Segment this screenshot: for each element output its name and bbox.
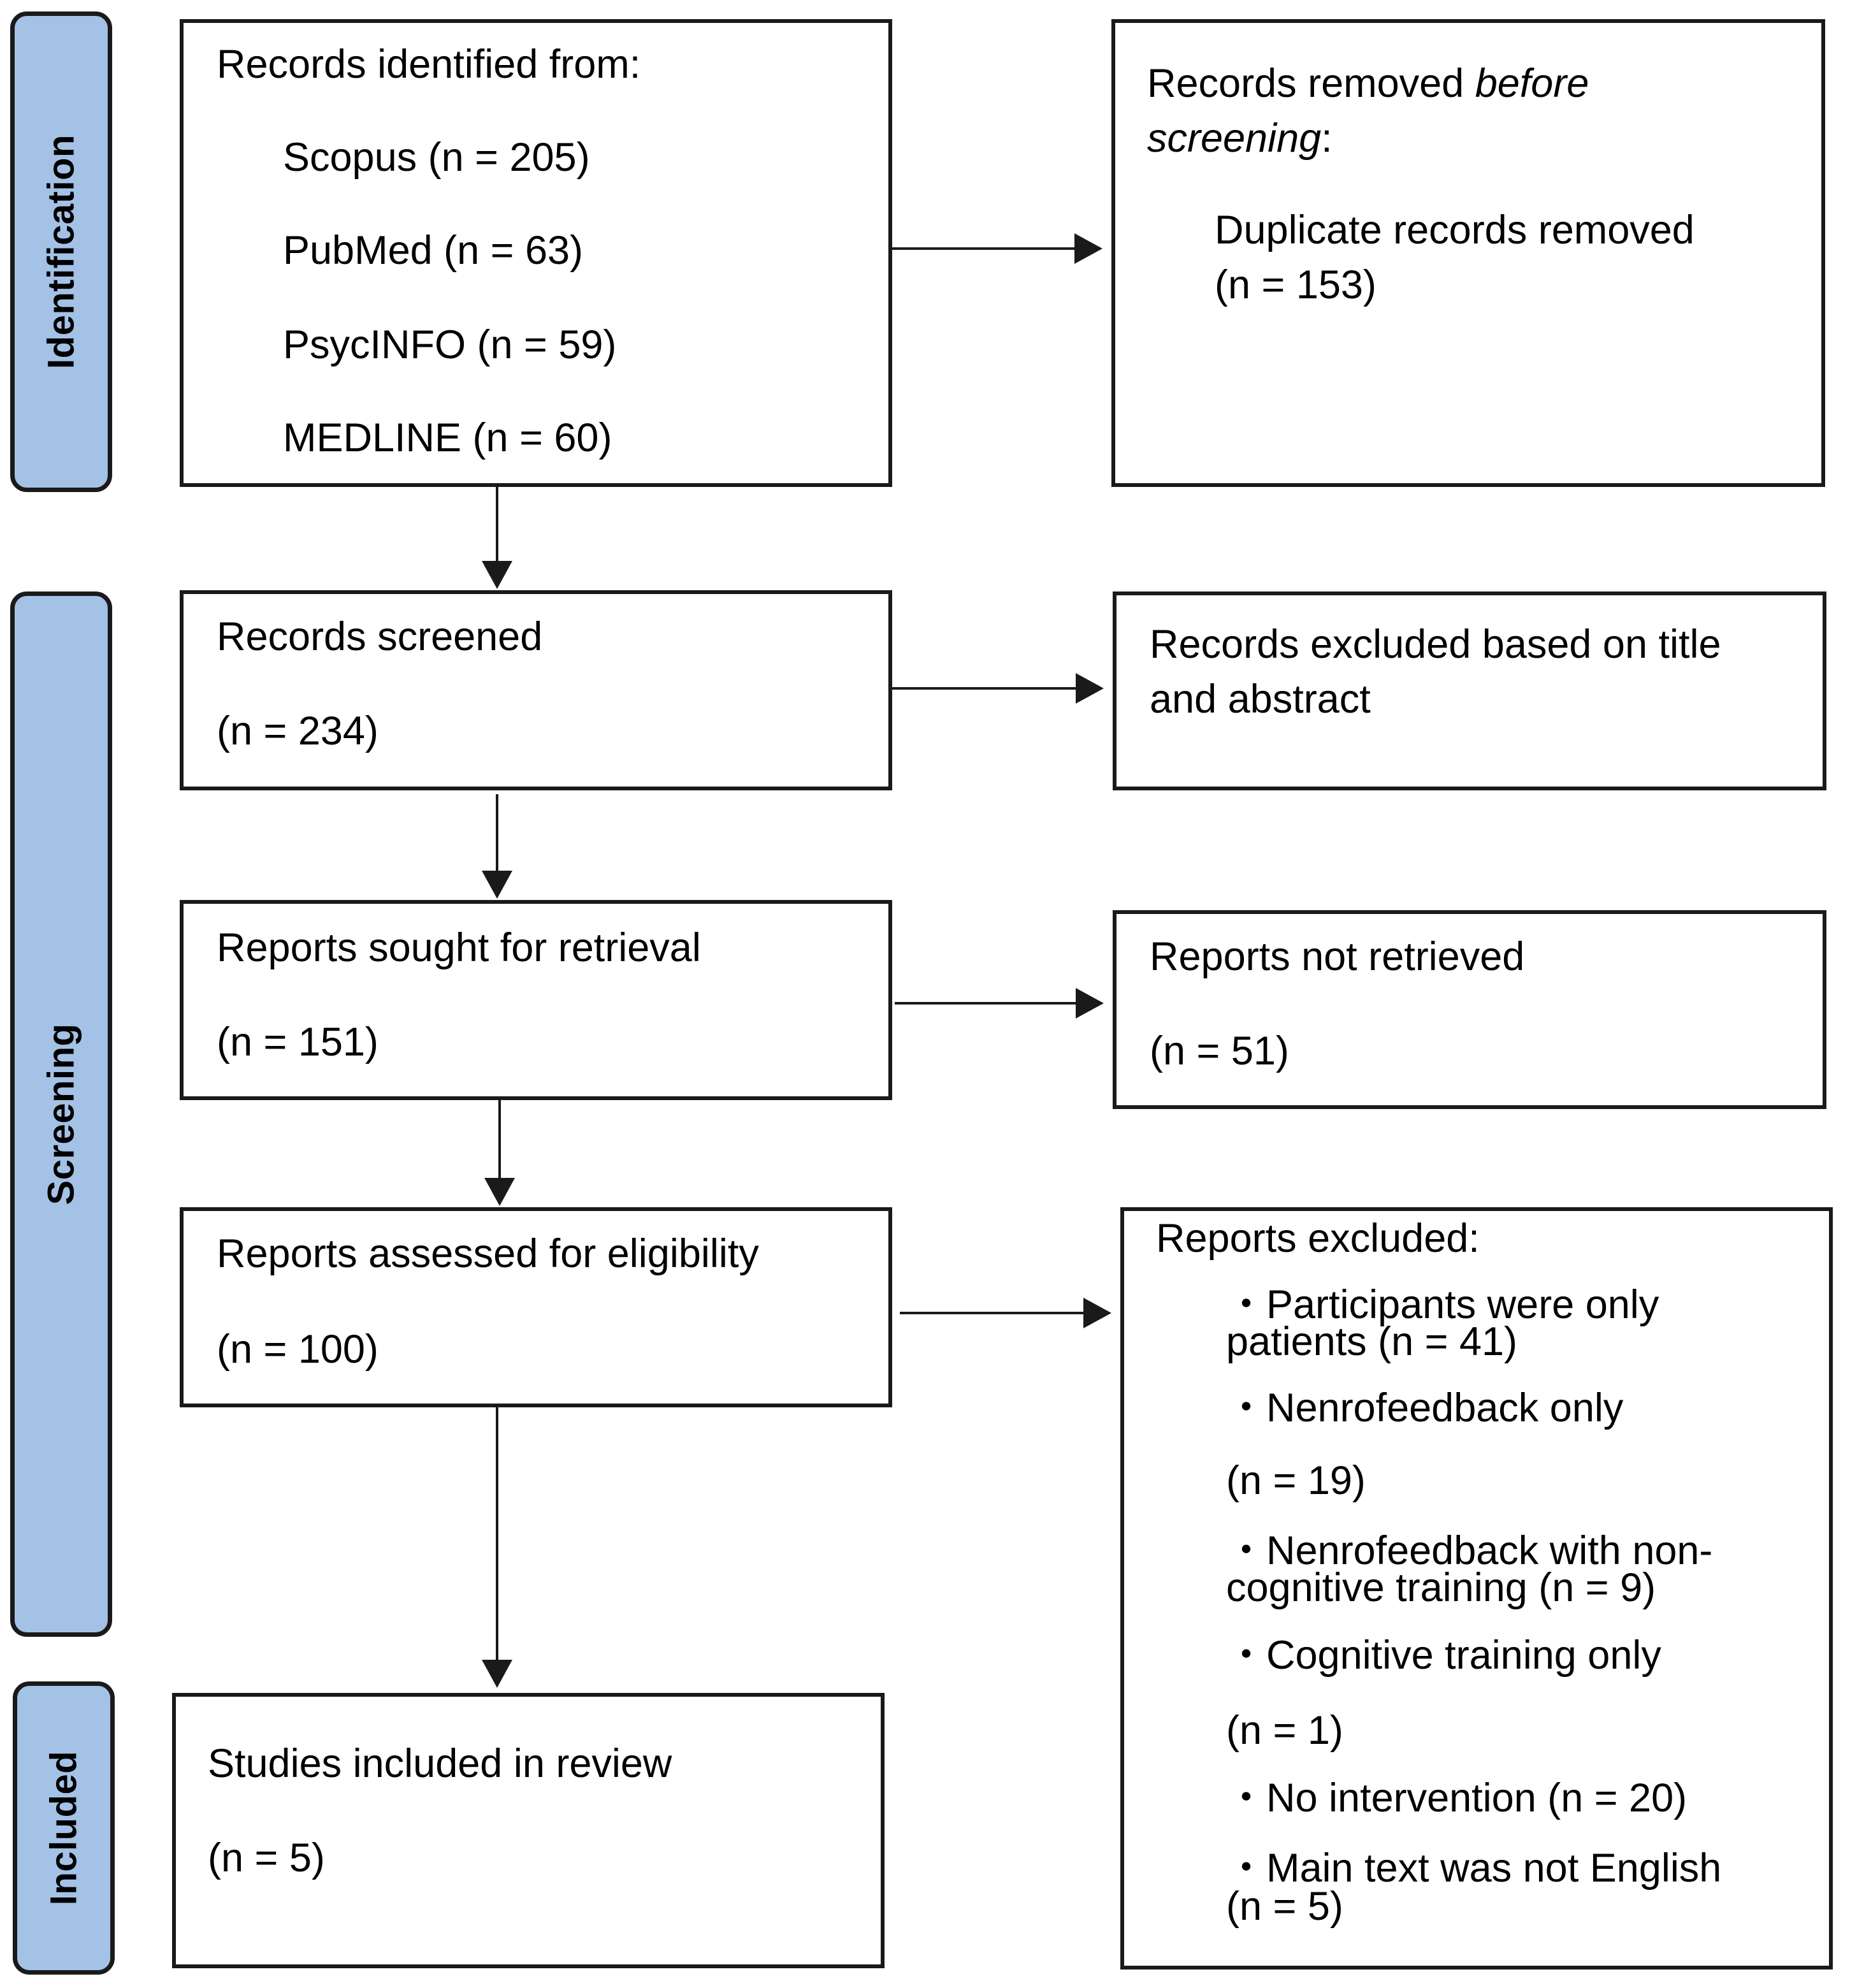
stage-identification: Identification (10, 11, 112, 492)
reports-excluded-line: (n = 19) (1226, 1458, 1366, 1503)
reports-not-retrieved-count: (n = 51) (1150, 1029, 1289, 1073)
reports-assessed-title: Reports assessed for eligibility (217, 1231, 759, 1276)
source-medline: MEDLINE (n = 60) (283, 416, 612, 460)
arrow-to-records-excluded (892, 673, 1104, 704)
reports-excluded-box (1120, 1207, 1833, 1970)
records-screened-count: (n = 234) (217, 709, 379, 753)
records-excluded-line2: and abstract (1150, 677, 1371, 722)
source-pubmed: PubMed (n = 63) (283, 228, 584, 273)
reports-excluded-line: (n = 1) (1226, 1708, 1343, 1753)
stage-screening: Screening (10, 591, 112, 1637)
studies-included-title: Studies included in review (208, 1741, 672, 1786)
records-excluded-line1: Records excluded based on title (1150, 622, 1721, 667)
reports-excluded-line: ・Nenrofeedback only (1226, 1386, 1624, 1430)
arrow-to-records-screened (482, 487, 512, 589)
studies-included-box (172, 1693, 885, 1968)
reports-assessed-box (180, 1207, 892, 1407)
reports-sought-count: (n = 151) (217, 1020, 379, 1064)
arrow-to-reports-excluded (900, 1298, 1111, 1328)
arrow-to-studies-included (482, 1407, 512, 1688)
reports-excluded-line: ・No intervention (n = 20) (1226, 1776, 1687, 1820)
reports-not-retrieved-title: Reports not retrieved (1150, 934, 1525, 979)
reports-sought-title: Reports sought for retrieval (217, 925, 701, 970)
reports-sought-box (180, 900, 892, 1100)
reports-excluded-line: ・Main text was not English (1226, 1846, 1722, 1890)
records-screened-title: Records screened (217, 614, 543, 659)
source-psycinfo: PsycINFO (n = 59) (283, 323, 617, 367)
reports-excluded-line: cognitive training (n = 9) (1226, 1565, 1656, 1610)
duplicates-removed-count: (n = 153) (1215, 263, 1377, 307)
reports-not-retrieved-box (1113, 910, 1826, 1109)
records-removed-box (1111, 19, 1825, 487)
arrow-to-reports-not-retrieved (895, 988, 1104, 1019)
reports-excluded-line: ・Cognitive training only (1226, 1633, 1661, 1678)
arrow-to-reports-sought (482, 794, 512, 899)
reports-assessed-count: (n = 100) (217, 1327, 379, 1372)
records-excluded-box (1113, 591, 1826, 790)
records-identified-title: Records identified from: (217, 42, 641, 87)
duplicates-removed-label: Duplicate records removed (1215, 208, 1695, 252)
arrow-to-records-removed (892, 233, 1102, 264)
studies-included-count: (n = 5) (208, 1836, 325, 1880)
records-screened-box (180, 590, 892, 790)
reports-excluded-line: (n = 5) (1226, 1884, 1343, 1929)
records-identified-box (180, 19, 892, 487)
reports-excluded-line: ・Nenrofeedback with non- (1226, 1528, 1713, 1573)
reports-excluded-title: Reports excluded: (1156, 1216, 1480, 1261)
records-removed-title-cont: screening: (1147, 116, 1333, 161)
records-removed-title: Records removed before (1147, 61, 1589, 106)
arrow-to-reports-assessed (484, 1100, 515, 1206)
reports-excluded-line: patients (n = 41) (1226, 1319, 1518, 1364)
reports-excluded-line: ・Participants were only (1226, 1282, 1659, 1327)
stage-included: Included (13, 1681, 115, 1975)
source-scopus: Scopus (n = 205) (283, 135, 590, 180)
